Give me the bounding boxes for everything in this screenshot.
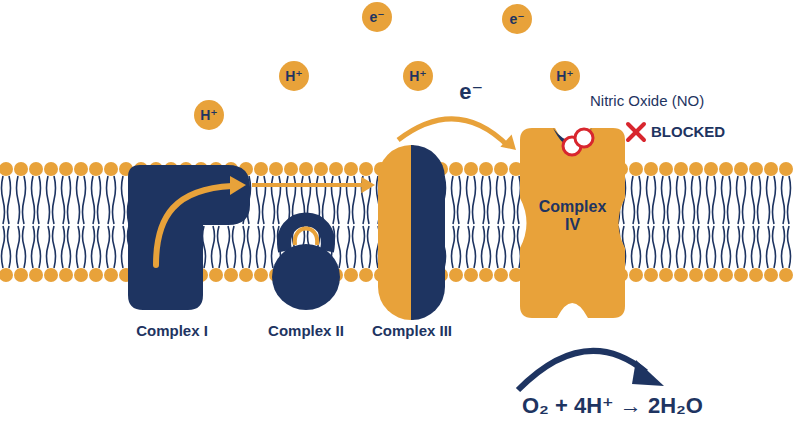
lipid — [344, 162, 358, 282]
particle-label: e⁻ — [509, 11, 524, 27]
complex-label: Complex IV — [534, 198, 612, 235]
protein-complex: Complex IV — [520, 128, 625, 318]
blocked-cross — [628, 124, 644, 140]
lipid — [254, 162, 268, 282]
lipid — [89, 162, 103, 282]
protein-complex: Complex III — [378, 145, 445, 320]
lipid — [659, 162, 673, 282]
complex-label: Complex I — [136, 322, 208, 339]
lipid — [674, 162, 688, 282]
particle-circle: H⁺ — [194, 100, 224, 130]
lipid — [644, 162, 658, 282]
lipid — [29, 162, 43, 282]
lipid — [104, 162, 118, 282]
lipid — [689, 162, 703, 282]
edge-label: e⁻ — [457, 79, 485, 105]
particle-label: H⁺ — [409, 68, 427, 84]
particle-circle: e⁻ — [502, 4, 532, 34]
lipid — [749, 162, 763, 282]
particle-circle: H⁺ — [403, 61, 433, 91]
particle-circle: H⁺ — [550, 61, 580, 91]
lipid — [719, 162, 733, 282]
reaction-arrowhead — [632, 360, 664, 386]
inhibitor-label: Nitric Oxide (NO) — [590, 92, 704, 109]
lipid — [449, 162, 463, 282]
particle-circle: H⁺ — [279, 61, 309, 91]
lipid — [74, 162, 88, 282]
particle-label: H⁺ — [200, 107, 218, 123]
complex-label: Complex III — [372, 322, 452, 339]
complex-shape — [128, 165, 250, 310]
lipid — [0, 162, 13, 282]
particle-label: H⁺ — [285, 68, 303, 84]
protein-complex: Complex II — [272, 205, 340, 310]
particle-label: H⁺ — [556, 68, 574, 84]
lipid — [44, 162, 58, 282]
lipid — [734, 162, 748, 282]
lipid — [59, 162, 73, 282]
lipid — [464, 162, 478, 282]
lipid — [779, 162, 793, 282]
lipid — [629, 162, 643, 282]
blocked-label: BLOCKED — [651, 123, 725, 140]
reaction-arrow — [518, 351, 646, 390]
particle-label: e⁻ — [369, 9, 384, 25]
lipid — [14, 162, 28, 282]
particle-circle: e⁻ — [362, 2, 392, 32]
lipid — [494, 162, 508, 282]
reaction-equation: O₂ + 4H⁺ → 2H₂O — [522, 393, 703, 419]
lipid — [764, 162, 778, 282]
electron-flow-arrow — [252, 177, 375, 193]
complex-label: Complex II — [268, 322, 344, 339]
lipid — [704, 162, 718, 282]
complex-shape — [272, 205, 340, 310]
complex-shape — [378, 145, 445, 320]
nitric-oxide-molecule — [563, 129, 593, 155]
lipid — [479, 162, 493, 282]
protein-complex: Complex I — [128, 165, 250, 310]
